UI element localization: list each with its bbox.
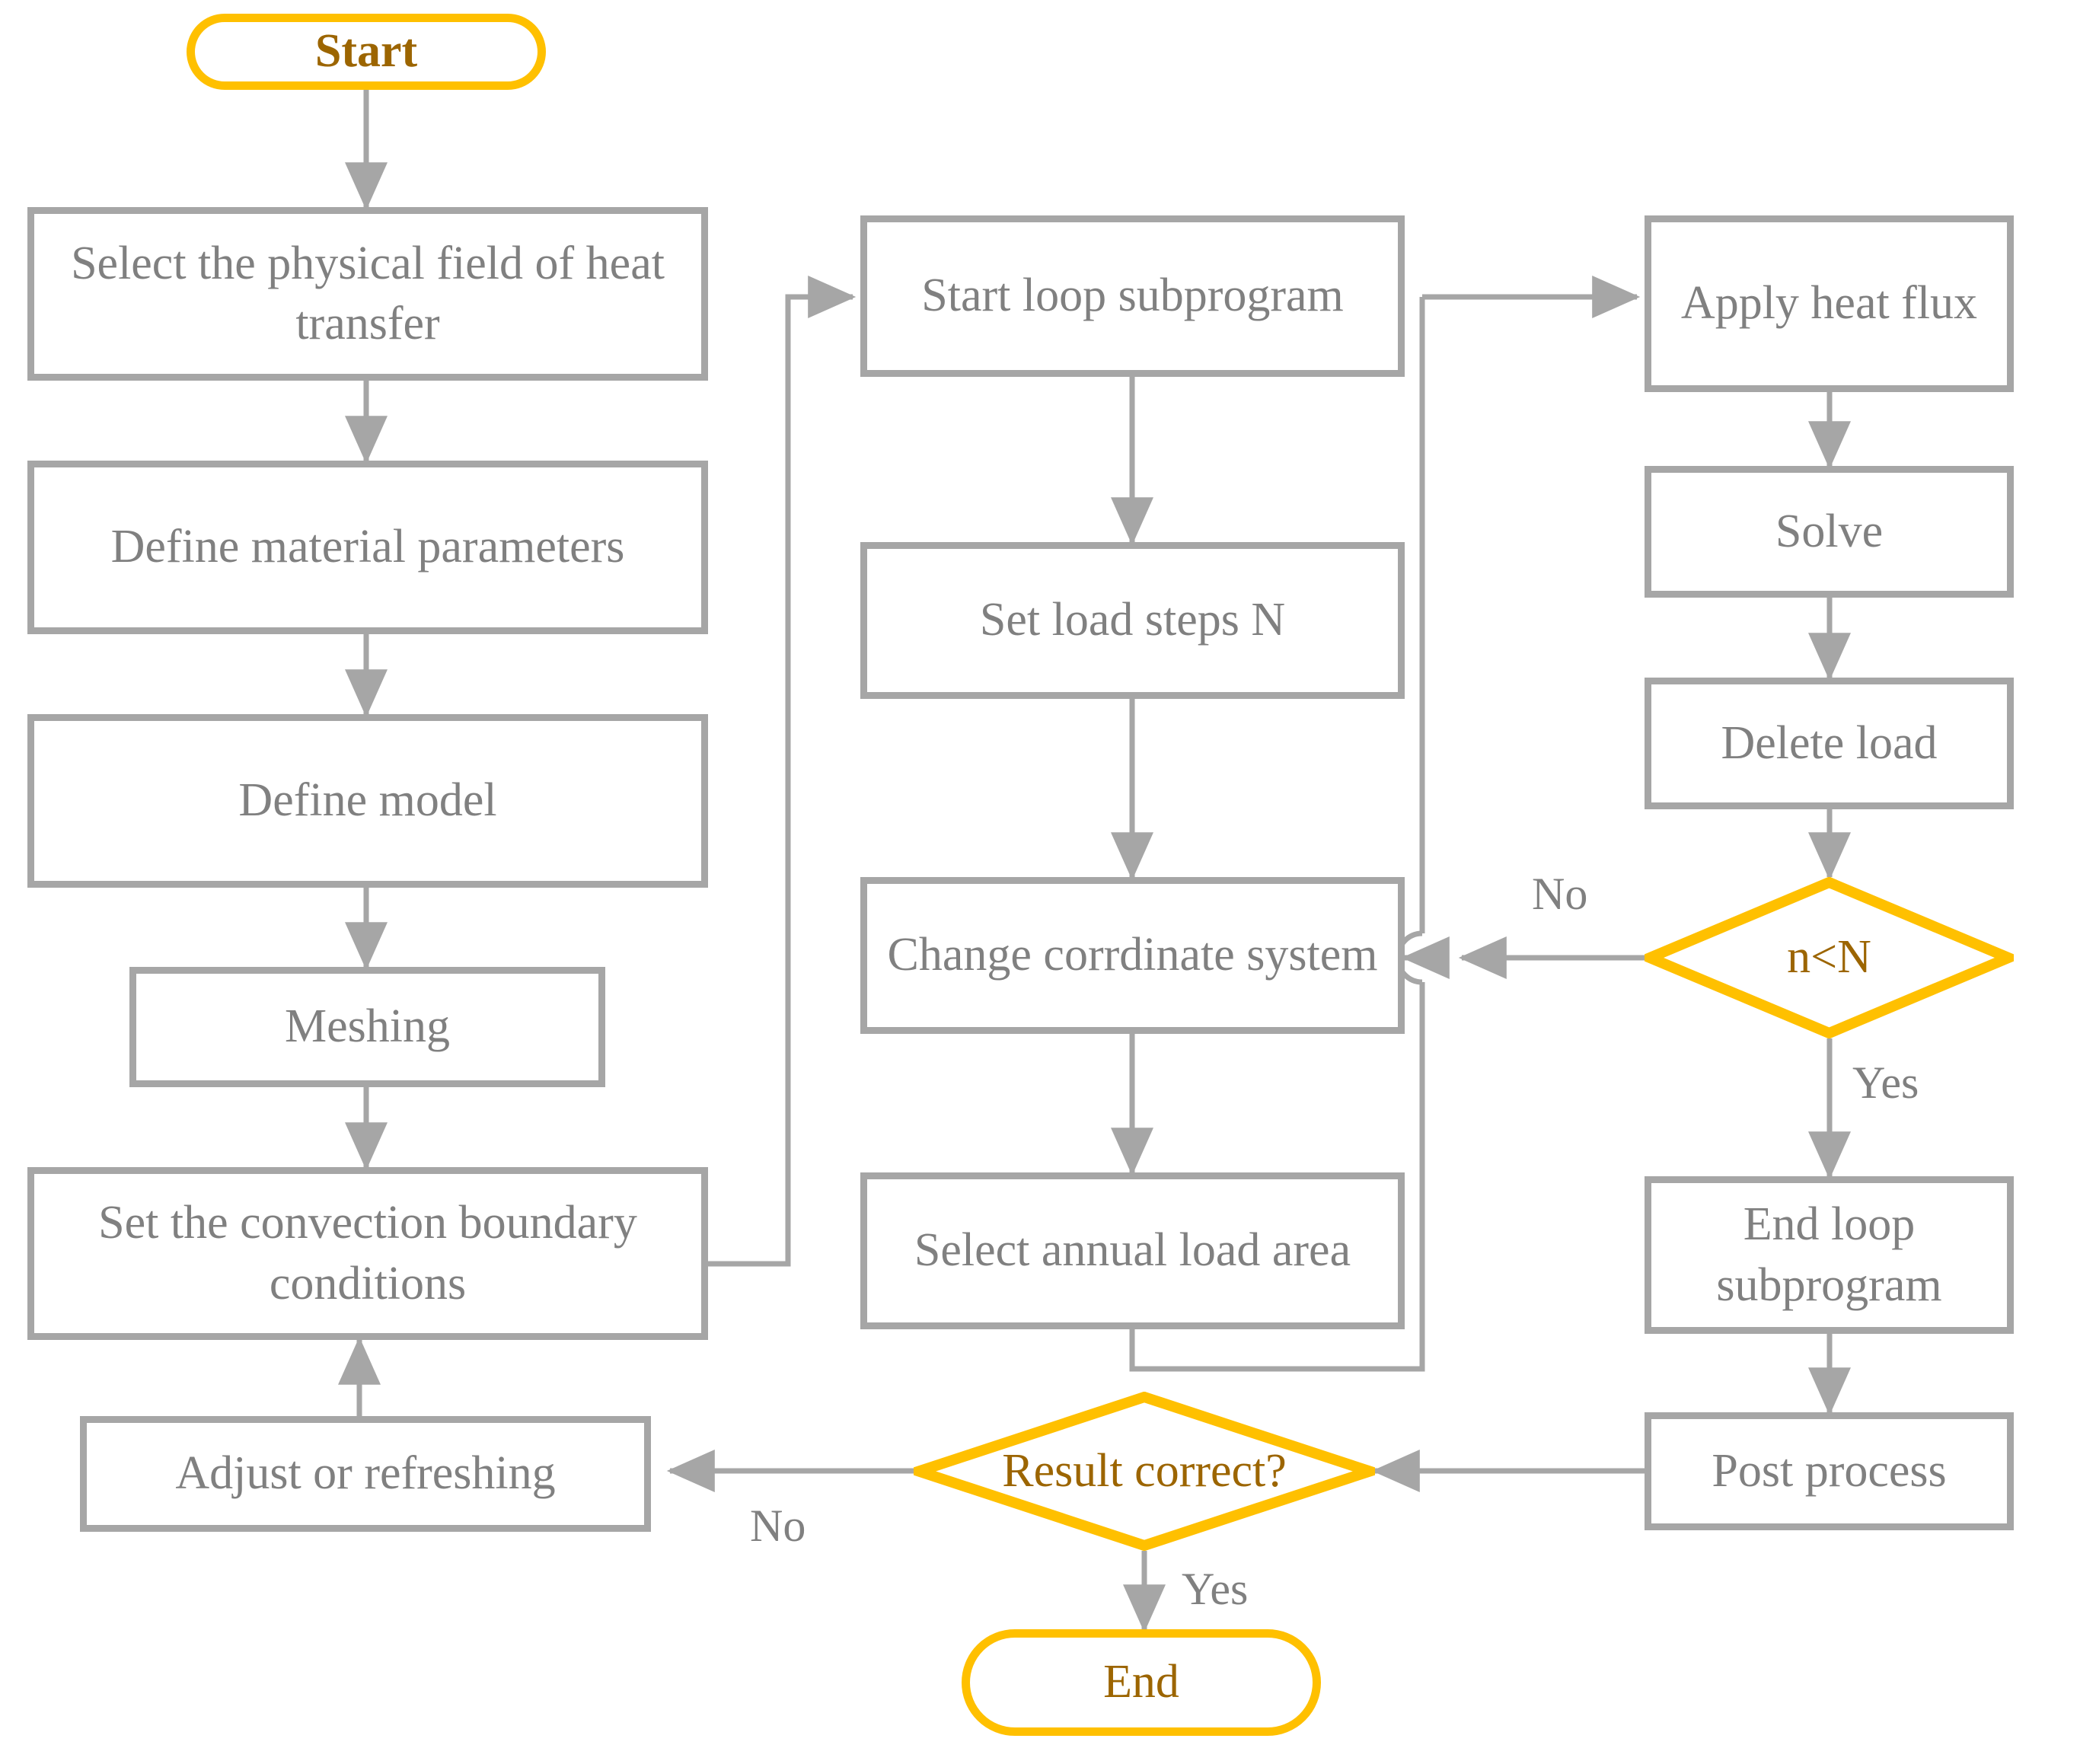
edge-label-n-loop-no: No <box>1532 869 1588 919</box>
decision-n-lt-N[interactable]: n<N <box>1645 877 2014 1038</box>
process-define-model-label: Define model <box>238 774 497 827</box>
process-meshing[interactable]: Meshing <box>129 967 605 1087</box>
process-select-annual-load-area[interactable]: Select annual load area <box>860 1172 1405 1329</box>
process-select-physical-field[interactable]: Select the physical field of heat transf… <box>27 207 708 381</box>
terminator-end-label: End <box>1103 1656 1179 1708</box>
process-select-physical-field-label: Select the physical field of heat transf… <box>71 237 665 349</box>
process-apply-heat-flux[interactable]: Apply heat flux <box>1645 215 2014 392</box>
process-meshing-label: Meshing <box>285 1000 450 1053</box>
decision-n-lt-N-label: n<N <box>1787 931 1871 984</box>
process-adjust-or-refreshing[interactable]: Adjust or refreshing <box>80 1416 651 1532</box>
process-delete-load-label: Delete load <box>1721 716 1938 769</box>
process-start-loop-subprogram[interactable]: Start loop subprogram <box>860 215 1405 377</box>
process-change-coordinate-system-label: Change corrdinate system <box>887 929 1378 981</box>
process-select-annual-load-area-label: Select annual load area <box>914 1224 1351 1277</box>
process-end-loop-subprogram-label: End loop subprogram <box>1716 1198 1942 1311</box>
process-define-material-parameters[interactable]: Define material parameters <box>27 461 708 634</box>
process-define-material-parameters-label: Define material parameters <box>110 521 625 573</box>
decision-result-correct-label: Result correct? <box>1002 1444 1287 1497</box>
terminator-start[interactable]: Start <box>187 14 546 90</box>
process-post-process-label: Post process <box>1712 1444 1947 1497</box>
terminator-start-label: Start <box>314 25 418 78</box>
edge-label-n-loop-yes: Yes <box>1852 1057 1919 1108</box>
process-change-coordinate-system[interactable]: Change corrdinate system <box>860 877 1405 1034</box>
process-set-convection-boundary-conditions-label: Set the convection boundary conditions <box>98 1197 637 1309</box>
process-solve-label: Solve <box>1775 505 1884 557</box>
process-define-model[interactable]: Define model <box>27 714 708 888</box>
process-solve[interactable]: Solve <box>1645 466 2014 598</box>
process-set-convection-boundary-conditions[interactable]: Set the convection boundary conditions <box>27 1167 708 1340</box>
process-adjust-or-refreshing-label: Adjust or refreshing <box>175 1447 556 1500</box>
process-set-load-steps-label: Set load steps N <box>979 594 1286 646</box>
terminator-end[interactable]: End <box>962 1629 1321 1736</box>
process-apply-heat-flux-label: Apply heat flux <box>1680 277 1978 330</box>
process-delete-load[interactable]: Delete load <box>1645 678 2014 809</box>
decision-n-lt-N-shape <box>1645 877 2014 1038</box>
process-post-process[interactable]: Post process <box>1645 1412 2014 1530</box>
edge-label-result-no: No <box>750 1501 806 1551</box>
edge-label-result-yes: Yes <box>1182 1564 1249 1614</box>
process-start-loop-subprogram-label: Start loop subprogram <box>921 270 1344 322</box>
decision-result-correct[interactable]: Result correct? <box>914 1392 1375 1551</box>
process-end-loop-subprogram[interactable]: End loop subprogram <box>1645 1176 2014 1334</box>
process-set-load-steps[interactable]: Set load steps N <box>860 542 1405 699</box>
decision-result-correct-shape <box>914 1392 1375 1551</box>
